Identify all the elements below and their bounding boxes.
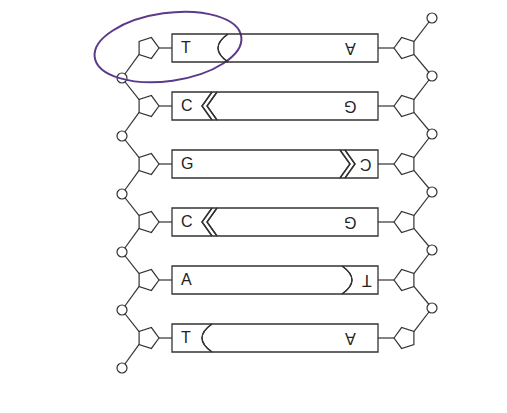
pair-joint bbox=[202, 92, 217, 120]
pair-joint bbox=[202, 92, 217, 120]
sugar-base-link bbox=[159, 279, 172, 280]
sugar-pentagon bbox=[139, 96, 159, 117]
backbone-shapes bbox=[117, 13, 437, 373]
sugar-pentagon bbox=[394, 38, 414, 59]
base-letter: G bbox=[344, 208, 356, 236]
phosphate-circle bbox=[117, 247, 127, 257]
sugar-base-link bbox=[378, 279, 394, 280]
base-outline bbox=[172, 150, 345, 178]
base-border bbox=[172, 150, 345, 178]
phosphate-circle bbox=[427, 303, 437, 313]
base-letter: A bbox=[181, 266, 192, 294]
sugar-pentagon bbox=[394, 96, 414, 117]
base-letter: T bbox=[181, 34, 191, 62]
base-block: G bbox=[172, 150, 345, 178]
sugar-pentagon bbox=[394, 328, 414, 349]
base-letter: G bbox=[181, 150, 193, 178]
pair-joint bbox=[202, 208, 217, 236]
base-border bbox=[212, 92, 378, 120]
phosphate-circle bbox=[117, 131, 127, 141]
pair-joint bbox=[202, 208, 217, 236]
sugar-pentagon bbox=[394, 270, 414, 291]
base-block: G bbox=[212, 92, 378, 120]
base-block: C bbox=[172, 208, 212, 236]
phosphate-circle bbox=[117, 189, 127, 199]
base-border bbox=[228, 34, 378, 62]
pair-joint bbox=[202, 324, 212, 352]
sugar-pentagon bbox=[139, 270, 159, 291]
backbone-lines bbox=[122, 18, 432, 368]
base-block: A bbox=[212, 324, 378, 352]
base-block: C bbox=[172, 92, 212, 120]
base-letter: C bbox=[181, 92, 193, 120]
sugar-base-link bbox=[159, 337, 172, 338]
base-border bbox=[172, 34, 228, 62]
sugar-pentagon bbox=[139, 328, 159, 349]
base-letter: T bbox=[181, 324, 191, 352]
phosphate-circle bbox=[427, 13, 437, 23]
phosphate-circle bbox=[117, 305, 127, 315]
sugar-pentagon bbox=[139, 212, 159, 233]
base-block: C bbox=[345, 150, 378, 178]
base-block: T bbox=[172, 34, 228, 62]
base-outline bbox=[342, 266, 378, 294]
sugar-pentagon bbox=[394, 154, 414, 175]
sugar-base-link bbox=[159, 47, 172, 48]
base-letter: G bbox=[344, 92, 356, 120]
sugar-base-link bbox=[378, 105, 394, 106]
phosphate-circle bbox=[117, 363, 127, 373]
base-border bbox=[212, 324, 378, 352]
pair-joint bbox=[340, 150, 355, 178]
phosphate-circle bbox=[427, 187, 437, 197]
base-border bbox=[172, 208, 212, 236]
sugar-base-link bbox=[378, 163, 394, 164]
base-border bbox=[172, 324, 212, 352]
sugar-pentagon bbox=[139, 38, 159, 59]
base-border bbox=[342, 266, 378, 294]
base-outline bbox=[172, 266, 342, 294]
base-letter: C bbox=[360, 150, 372, 178]
base-border bbox=[172, 92, 212, 120]
base-letter: T bbox=[362, 266, 372, 294]
sugar-base-link bbox=[378, 337, 394, 338]
base-border bbox=[212, 208, 378, 236]
pair-joint bbox=[342, 266, 352, 294]
base-block: A bbox=[172, 266, 342, 294]
phosphate-circle bbox=[427, 71, 437, 81]
sugar-pentagon bbox=[139, 154, 159, 175]
base-letter: A bbox=[345, 34, 356, 62]
sugar-base-link bbox=[159, 221, 172, 222]
sugar-base-link bbox=[378, 47, 394, 48]
base-block: G bbox=[212, 208, 378, 236]
pair-joint bbox=[218, 34, 228, 62]
sugar-base-link bbox=[159, 105, 172, 106]
pair-joint bbox=[202, 324, 212, 352]
sugar-base-link bbox=[159, 163, 172, 164]
phosphate-circle bbox=[427, 245, 437, 255]
base-outline bbox=[172, 34, 228, 62]
base-border bbox=[172, 266, 342, 294]
pair-joint bbox=[342, 266, 352, 294]
sugar-pentagon bbox=[394, 212, 414, 233]
phosphate-circle bbox=[427, 129, 437, 139]
pair-joint bbox=[218, 34, 228, 62]
base-block: T bbox=[342, 266, 378, 294]
sugar-base-link bbox=[378, 221, 394, 222]
pair-joint bbox=[340, 150, 355, 178]
hand-drawn-circle bbox=[90, 3, 246, 91]
base-letter: A bbox=[345, 324, 356, 352]
base-letter: C bbox=[181, 208, 193, 236]
base-block: A bbox=[228, 34, 378, 62]
